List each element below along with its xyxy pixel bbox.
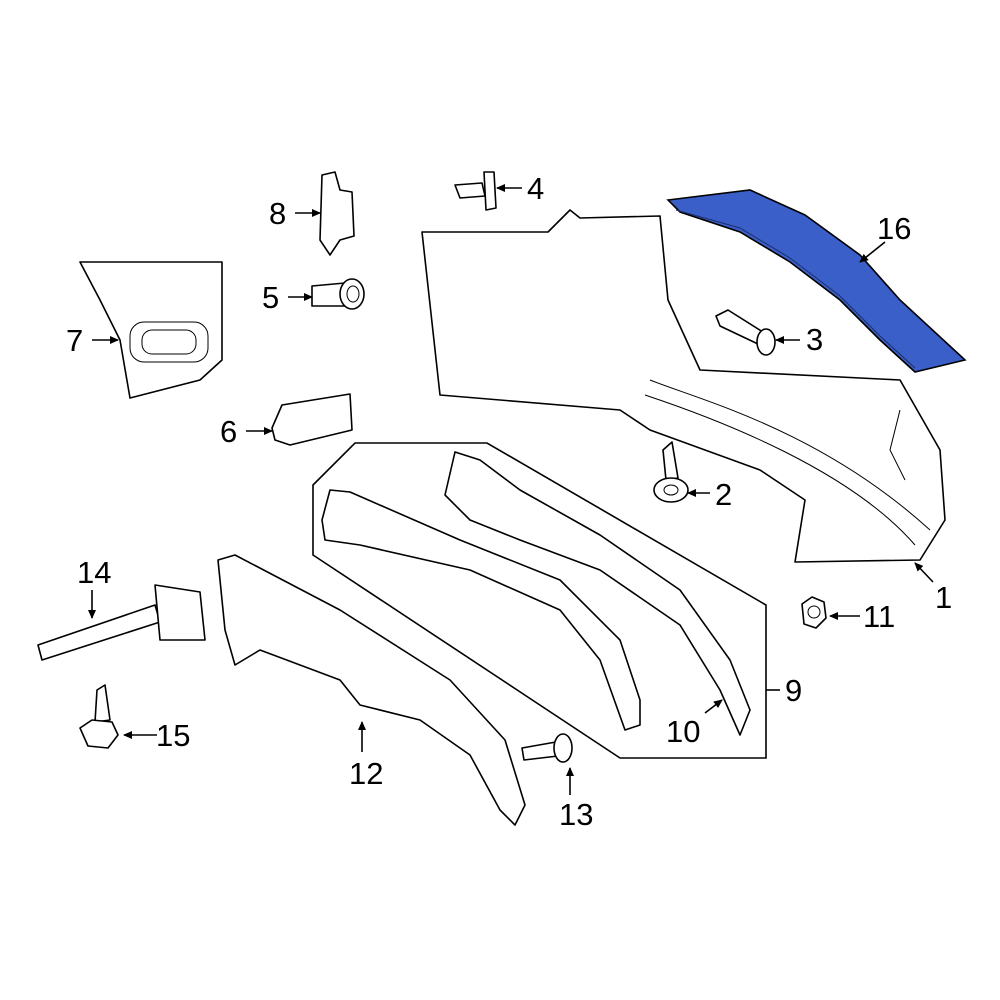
part-16-molding[interactable] — [666, 189, 967, 373]
callout-16: 16 — [877, 211, 911, 246]
callout-5: 5 — [262, 280, 279, 315]
callout-13: 13 — [559, 797, 593, 832]
callout-9: 9 — [785, 673, 802, 708]
part-15-bolt[interactable] — [79, 684, 119, 749]
callout-10: 10 — [666, 714, 700, 749]
part-4-push-pin[interactable] — [454, 171, 497, 211]
leader-lines — [88, 184, 934, 795]
part-10-absorber[interactable] — [444, 451, 751, 736]
part-11-nut[interactable] — [801, 596, 827, 629]
callout-1: 1 — [935, 580, 952, 615]
callout-7: 7 — [66, 323, 83, 358]
callout-15: 15 — [156, 718, 190, 753]
part-13-bolt[interactable] — [521, 733, 573, 763]
callout-6: 6 — [220, 414, 237, 449]
part-1-bumper-cover[interactable] — [421, 209, 946, 563]
callout-11: 11 — [863, 599, 895, 634]
callout-14: 14 — [77, 555, 111, 590]
part-9-group-outline — [312, 442, 767, 759]
part-7-bracket[interactable] — [79, 261, 223, 399]
callout-12: 12 — [349, 756, 383, 791]
callout-8: 8 — [269, 196, 286, 231]
part-9-reinforcement[interactable] — [321, 489, 641, 731]
part-3-stud[interactable] — [715, 309, 776, 356]
part-12-lower-absorber[interactable] — [217, 554, 526, 826]
part-8-clip[interactable] — [319, 171, 355, 256]
part-6-bracket[interactable] — [271, 393, 353, 446]
callout-2: 2 — [715, 477, 732, 512]
callout-4: 4 — [527, 171, 544, 206]
part-14-bracket[interactable] — [37, 584, 206, 661]
callout-3: 3 — [806, 322, 823, 357]
part-2-screw[interactable] — [653, 441, 689, 503]
part-5-fastener[interactable] — [311, 278, 365, 310]
